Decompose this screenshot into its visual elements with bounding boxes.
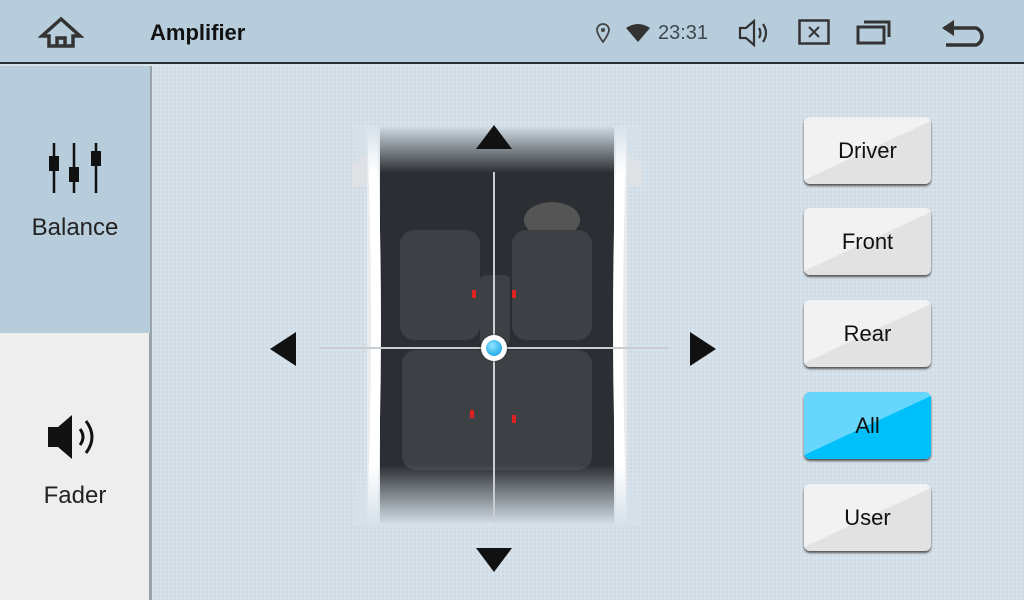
volume-icon[interactable]	[738, 18, 772, 48]
arrow-up-icon[interactable]	[474, 123, 514, 151]
preset-driver-button[interactable]: Driver	[804, 117, 931, 184]
preset-all-button[interactable]: All	[804, 392, 931, 459]
back-icon[interactable]	[940, 18, 990, 48]
preset-rear-button[interactable]: Rear	[804, 300, 931, 367]
page-title: Amplifier	[150, 20, 246, 45]
status-bar: Amplifier 23:31	[0, 0, 1024, 64]
location-icon	[596, 23, 610, 43]
speaker-icon	[48, 415, 94, 459]
wifi-icon	[626, 24, 650, 42]
preset-user-button[interactable]: User	[804, 484, 931, 551]
sidebar: Balance Fader	[0, 66, 152, 600]
arrow-right-icon[interactable]	[688, 330, 718, 368]
preset-front-button[interactable]: Front	[804, 208, 931, 275]
arrow-down-icon[interactable]	[474, 546, 514, 574]
home-icon[interactable]	[38, 16, 84, 48]
equalizer-icon	[49, 143, 101, 193]
sidebar-item-balance[interactable]: Balance	[0, 66, 150, 333]
close-app-icon[interactable]	[798, 19, 830, 45]
recent-apps-icon[interactable]	[856, 19, 892, 45]
car-interior-image	[352, 125, 642, 525]
sidebar-item-label: Fader	[43, 482, 107, 509]
sidebar-item-fader[interactable]: Fader	[0, 333, 150, 600]
balance-position-handle[interactable]	[481, 335, 507, 361]
arrow-left-icon[interactable]	[268, 330, 298, 368]
clock: 23:31	[658, 22, 709, 44]
sidebar-item-label: Balance	[31, 214, 119, 241]
